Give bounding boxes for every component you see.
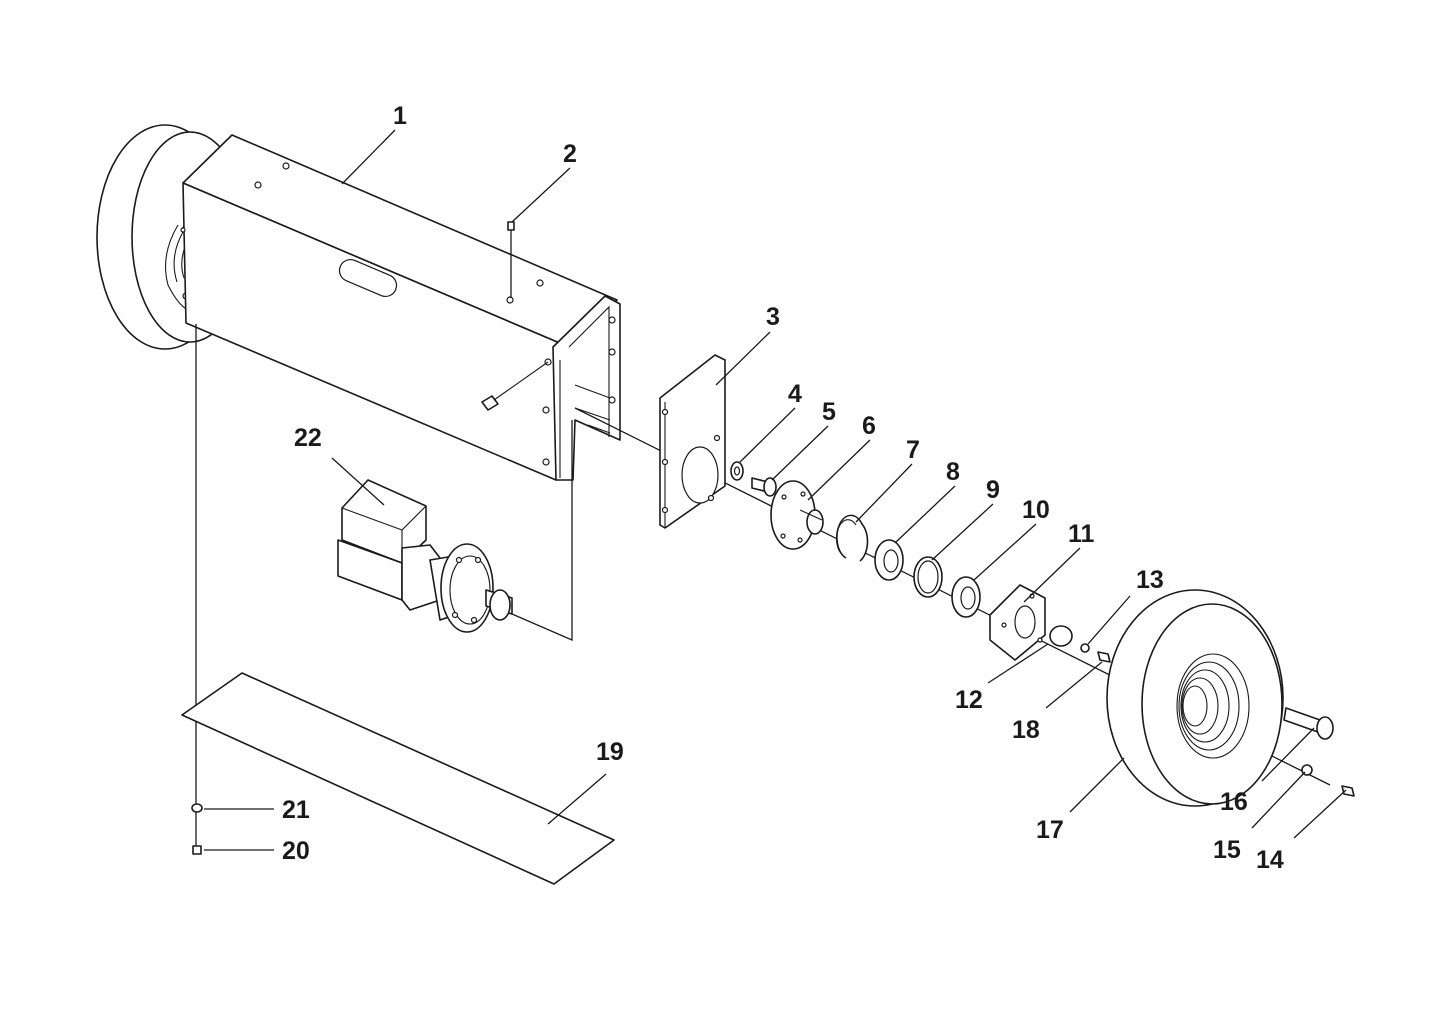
callout-19: 19 [596,738,624,766]
flange-hub-part-6 [770,480,824,550]
screw-part-18 [1097,651,1111,663]
callout-21: 21 [282,796,310,824]
callout-1: 1 [393,102,407,130]
bearing-block-part-11 [989,584,1046,661]
callouts: 1 2 3 4 5 6 7 8 9 10 11 12 13 14 15 16 1… [282,102,1284,874]
washer-part-21 [191,803,203,813]
callout-6: 6 [862,412,876,440]
mounting-plate [659,354,726,529]
disc-part-12 [1049,625,1073,647]
washer-part-13 [1080,643,1090,653]
leader-lines [204,129,1347,851]
callout-9: 9 [986,476,1000,504]
circlip-part-7 [835,514,869,562]
housing [180,134,621,481]
callout-10: 10 [1022,496,1050,524]
right-wheel [1106,589,1284,807]
callout-17: 17 [1036,816,1064,844]
washer-part-4 [730,461,744,481]
callout-7: 7 [906,436,920,464]
callout-3: 3 [766,303,780,331]
callout-4: 4 [788,380,802,408]
callout-2: 2 [563,140,577,168]
callout-18: 18 [1012,716,1040,744]
motor-connector-line [511,420,573,641]
pin-part-16 [1283,707,1334,740]
bearing-ring-part-10 [951,576,981,618]
callout-20: 20 [282,837,310,865]
callout-22: 22 [294,424,322,452]
screw-part-14 [1341,785,1355,797]
callout-15: 15 [1213,836,1241,864]
screw-part-20 [192,845,202,855]
callout-5: 5 [822,398,836,426]
callout-8: 8 [946,458,960,486]
callout-11: 11 [1068,520,1095,548]
cover-plate [181,672,615,885]
bearing-ring-part-8 [874,539,904,581]
callout-14: 14 [1256,846,1284,874]
callout-12: 12 [955,686,983,714]
o-ring-part-9 [913,556,943,598]
callout-16: 16 [1220,788,1248,816]
bolt-part-5 [751,477,777,497]
motor [337,479,513,633]
callout-13: 13 [1136,566,1164,594]
